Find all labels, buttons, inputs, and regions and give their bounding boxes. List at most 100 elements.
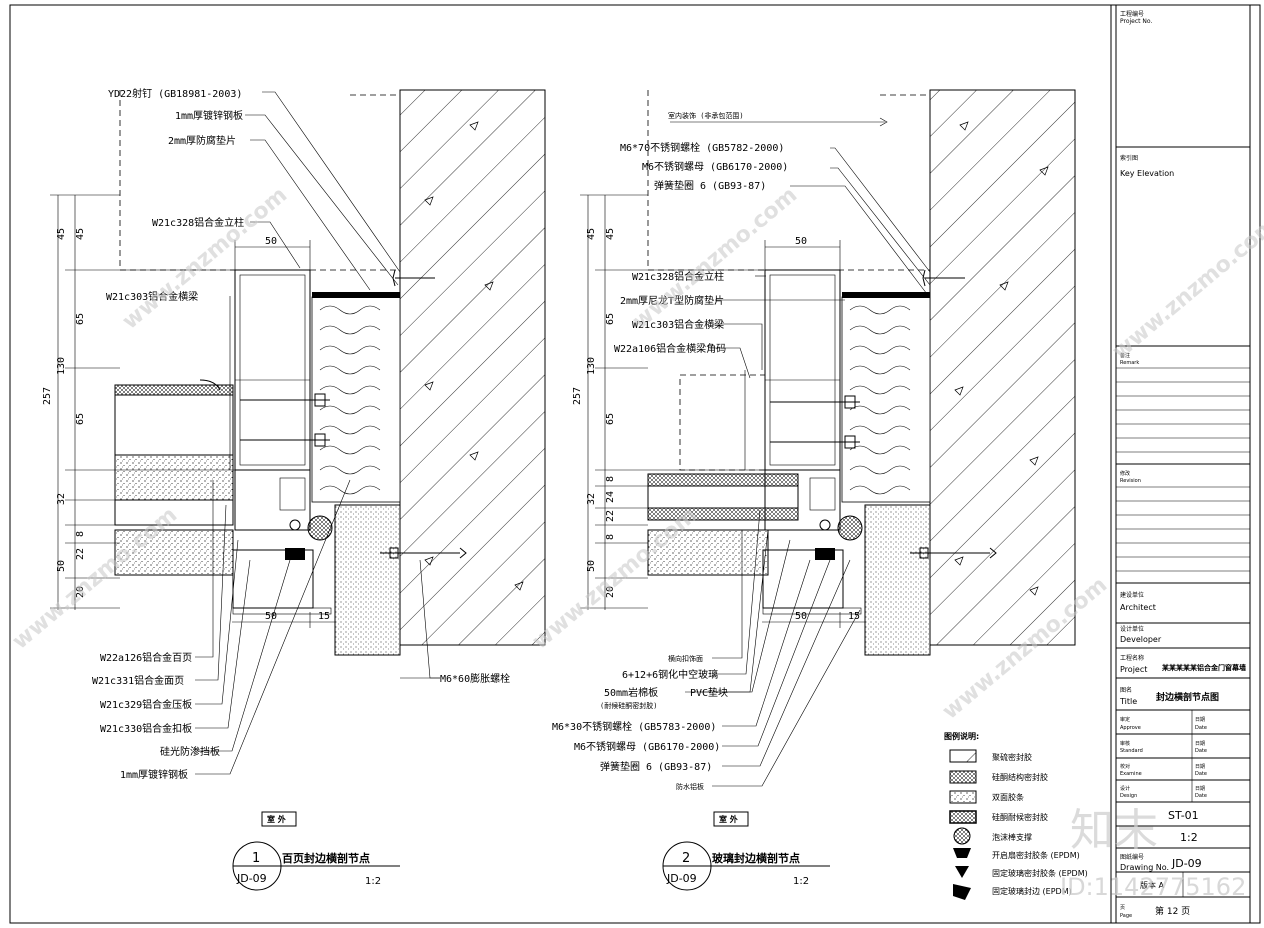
legend-item-8: 固定玻璃封边 (EPDM) [992, 886, 1072, 896]
right-label-bot-2: 6+12+6钢化中空玻璃 [622, 668, 718, 681]
right-label-top-3: M6不锈钢螺母 (GB6170-2000) [642, 160, 788, 173]
standard-en: Standard [1120, 748, 1143, 754]
date-label-4: 日期 [1195, 786, 1205, 792]
dim-h-r-1: 50 [795, 236, 807, 247]
dim-v-r-8: 24 [605, 491, 616, 503]
watermark-site-4: www.znzmo.com [528, 503, 702, 655]
dim-v-r-10: 22 [605, 510, 616, 522]
dim-v-l-4: 130 [56, 357, 67, 375]
right-label-top-4: 弹簧垫圈 6 (GB93-87) [654, 179, 766, 192]
left-detail-title: 百页封边横剖节点 [282, 851, 370, 865]
approve-en: Approve [1120, 725, 1141, 731]
glass-unit-right [647, 473, 799, 487]
date-en-1: Date [1195, 725, 1207, 731]
date-en-3: Date [1195, 771, 1207, 777]
right-label-top-8: W22a106铝合金横梁角码 [614, 342, 726, 355]
right-detail: 45 45 65 130 65 257 8 24 32 22 8 50 20 5… [552, 89, 1076, 891]
dim-v-r-2: 45 [605, 228, 616, 240]
left-detail-no: 1 [252, 851, 260, 866]
developer-label: 设计单位 [1120, 625, 1144, 633]
developer-en: Developer [1120, 635, 1162, 644]
legend-item-4: 硅酮耐候密封胶 [992, 812, 1048, 822]
remark-label: 备注 [1120, 352, 1130, 359]
dim-h-r-3: 15 [848, 611, 860, 622]
right-label-bot-1: 横向扣饰面 [668, 654, 703, 663]
legend: 图例说明: 聚硫密封胶 硅酮结构密封胶 双面胶条 硅酮耐候密封胶 泡沫棒支撑 开… [944, 731, 1088, 900]
legend-item-6: 开启扇密封胶条 (EPDM) [992, 850, 1080, 860]
left-detail-scale: 1:2 [365, 876, 381, 887]
watermark-id: ID:1142775162 [1060, 873, 1246, 901]
right-label-top-2: M6*70不锈钢螺栓 (GB5782-2000) [620, 141, 784, 154]
architect-en: Architect [1120, 603, 1156, 612]
standard-label: 审核 [1120, 740, 1130, 747]
page-value: 第 12 页 [1155, 905, 1190, 917]
date-en-2: Date [1195, 748, 1207, 754]
right-exterior-label: 室 外 [719, 814, 738, 824]
left-label-top-4: W21c328铝合金立柱 [152, 216, 244, 229]
scale: 1:2 [1180, 831, 1198, 844]
dim-h-l-1: 50 [265, 236, 277, 247]
design-label: 设计 [1120, 785, 1130, 792]
left-label-bot-5: 硅光防渗挡板 [160, 745, 220, 758]
title-block: 工程编号 Project No. 索引图 Key Elevation 备注 Re… [1110, 5, 1251, 923]
drawing-no-en: Drawing No. [1120, 863, 1169, 872]
legend-item-3: 双面胶条 [992, 792, 1024, 802]
left-label-bot-1: W22a126铝合金百页 [100, 651, 192, 664]
dim-v-l-7: 32 [56, 493, 67, 505]
right-detail-ref: JD-09 [666, 872, 697, 885]
dim-v-r-7: 8 [605, 476, 616, 482]
sheet-border [9, 4, 1261, 924]
watermark-site-1: www.znzmo.com [118, 183, 292, 335]
right-detail-scale: 1:2 [793, 876, 809, 887]
right-label-top-1: 室内装饰 (非承包范围) [668, 111, 744, 120]
scale-no: ST-01 [1168, 809, 1199, 822]
dim-v-r-4: 130 [586, 357, 597, 375]
right-label-bot-6: M6*30不锈钢螺栓 (GB5783-2000) [552, 720, 716, 733]
left-label-bot-3: W21c329铝合金压板 [100, 698, 192, 711]
project-value: 某某某某某铝合金门窗幕墙 [1161, 663, 1246, 672]
remark-en: Remark [1120, 360, 1139, 366]
right-label-bot-8: 弹簧垫圈 6 (GB93-87) [600, 760, 712, 773]
dim-v-r-13: 20 [605, 586, 616, 598]
project-en: Project [1120, 665, 1147, 674]
right-label-top-6: 2mm厚尼龙T型防腐垫片 [620, 294, 724, 307]
wall-concrete-right [929, 89, 1076, 646]
dim-h-l-3: 15 [318, 611, 330, 622]
left-label-bot-6: 1mm厚镀锌钢板 [120, 768, 188, 781]
louver-left [114, 384, 234, 396]
right-label-top-5: W21c328铝合金立柱 [632, 270, 724, 283]
left-label-bot-4: W21c330铝合金扣板 [100, 722, 192, 735]
dim-v-r-9: 32 [586, 493, 597, 505]
drawing-no-label: 图纸编号 [1120, 853, 1144, 861]
project-label: 工程名称 [1120, 654, 1144, 662]
watermark-site-6: www.znzmo.com [1108, 213, 1264, 365]
wall-concrete-left [399, 89, 546, 646]
left-label-top-1: YD22射钉 (GB18981-2003) [108, 88, 242, 100]
approve-label: 审定 [1120, 716, 1130, 723]
legend-item-5: 泡沫棒支撑 [992, 832, 1032, 842]
dim-v-l-1: 45 [56, 228, 67, 240]
left-detail-ref: JD-09 [236, 872, 267, 885]
right-label-bot-4: (耐候硅酮密封胶) [600, 701, 657, 710]
right-detail-title: 玻璃封边横剖节点 [712, 851, 800, 865]
examine-en: Examine [1120, 771, 1142, 777]
dim-v-r-3: 65 [605, 313, 616, 325]
architect-label: 建设单位 [1120, 591, 1144, 599]
left-label-top-3: 2mm厚防腐垫片 [168, 134, 236, 147]
drawing-no: JD-09 [1171, 857, 1202, 870]
left-label-bot-2: W21c331铝合金面页 [92, 674, 184, 687]
page-en: Page [1120, 913, 1132, 919]
right-label-bot-7: M6不锈钢螺母 (GB6170-2000) [574, 740, 720, 753]
left-label-top-5: W21c303铝合金横梁 [106, 290, 198, 303]
dim-v-r-6: 257 [572, 387, 583, 405]
dim-v-r-1: 45 [586, 228, 597, 240]
dim-v-l-8: 8 [75, 531, 86, 537]
key-elev-label: 索引图 [1120, 154, 1138, 162]
left-exterior-label: 室 外 [267, 814, 286, 824]
dim-v-l-10: 50 [56, 560, 67, 572]
key-elev-en: Key Elevation [1120, 169, 1174, 178]
date-label-3: 日期 [1195, 764, 1205, 770]
legend-item-2: 硅酮结构密封胶 [992, 772, 1048, 782]
design-en: Design [1120, 793, 1137, 799]
dim-v-l-11: 20 [75, 586, 86, 598]
